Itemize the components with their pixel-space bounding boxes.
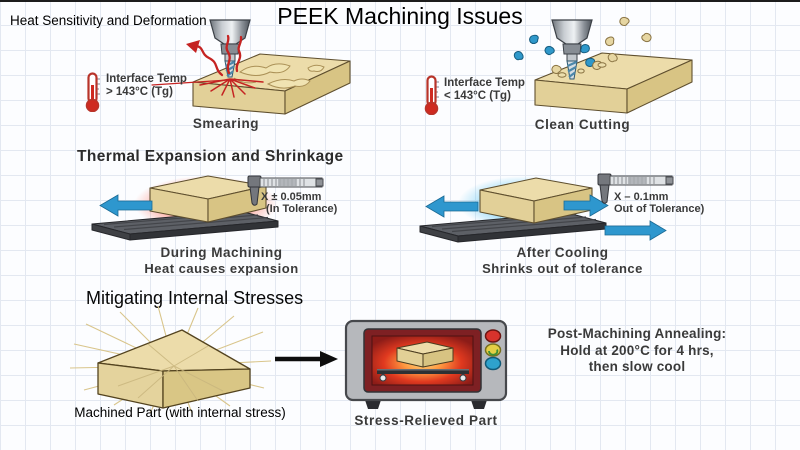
cooling-measure-line2: Out of Tolerance) bbox=[614, 202, 705, 215]
thermal-section-heading: Thermal Expansion and Shrinkage bbox=[77, 148, 344, 165]
clean-temp-line2: < 143°C (Tg) bbox=[444, 89, 511, 102]
annealing-note-line1: Post-Machining Annealing: bbox=[547, 326, 727, 341]
stressed-part-illustration bbox=[69, 306, 272, 414]
smearing-temp-line1: Interface Temp bbox=[106, 73, 187, 85]
cooling-measure-line1: X – 0.1mm bbox=[614, 191, 669, 203]
after-cooling-caption: After Cooling Shrinks out of tolerance bbox=[460, 245, 665, 277]
oven-power-button[interactable] bbox=[484, 329, 502, 343]
clean-cutting-illustration bbox=[512, 16, 693, 114]
caliper-icon bbox=[597, 173, 674, 204]
heat-waves-icon bbox=[151, 34, 264, 98]
oven-buttons[interactable] bbox=[484, 329, 502, 371]
during-machining-caption-line1: During Machining bbox=[160, 245, 283, 260]
smear-marks bbox=[233, 63, 325, 89]
annealed-block bbox=[396, 341, 454, 368]
machining-measure-line2: (In Tolerance) bbox=[266, 202, 338, 215]
clean-cutting-caption: Clean Cutting bbox=[534, 117, 631, 132]
after-cooling-caption-line1: After Cooling bbox=[516, 245, 609, 260]
smearing-temp-line2: > 143°C (Tg) bbox=[106, 85, 173, 98]
during-machining-illustration bbox=[91, 175, 324, 241]
shrinkage-arrows-icon bbox=[425, 194, 667, 241]
thermometer-icon bbox=[85, 72, 100, 112]
stress-section-heading: Mitigating Internal Stresses bbox=[86, 288, 304, 308]
peek-block bbox=[97, 329, 251, 409]
end-mill-icon bbox=[551, 19, 593, 80]
annealing-note-line3: then slow cool bbox=[588, 359, 686, 374]
peek-block bbox=[479, 177, 593, 224]
process-arrow-icon bbox=[275, 351, 338, 367]
during-machining-caption: During Machining Heat causes expansion bbox=[119, 245, 324, 277]
cooling-measurement: X – 0.1mm Out of Tolerance) bbox=[614, 191, 705, 215]
after-cooling-caption-line2: Shrinks out of tolerance bbox=[482, 261, 643, 276]
oven-feet bbox=[365, 400, 487, 409]
annealing-note-line2: Hold at 200°C for 4 hrs, bbox=[560, 342, 714, 358]
machining-measure-line1: X ± 0.05mm bbox=[261, 191, 322, 203]
annealing-note: Post-Machining Annealing: Hold at 200°C … bbox=[512, 326, 762, 376]
oven-dial-mark bbox=[488, 349, 499, 356]
clean-temp-line1: Interface Temp bbox=[444, 77, 525, 89]
expansion-arrow-icon bbox=[99, 194, 153, 217]
caliper-icon bbox=[247, 175, 324, 206]
thermometer-icon bbox=[424, 75, 439, 115]
oven-rack bbox=[377, 369, 469, 382]
stress-relieved-caption: Stress-Relieved Part bbox=[354, 413, 498, 428]
during-machining-caption-line2: Heat causes expansion bbox=[144, 261, 299, 276]
top-border-line bbox=[0, 0, 800, 2]
section-label-heat-sensitivity: Heat Sensitivity and Deformation bbox=[10, 13, 207, 28]
clean-cutting-temp-note: Interface Temp < 143°C (Tg) bbox=[444, 77, 525, 102]
page-title: PEEK Machining Issues bbox=[277, 3, 523, 29]
annealing-oven-illustration bbox=[344, 319, 508, 409]
machined-part-caption: Machined Part (with internal stress) bbox=[74, 405, 286, 420]
peek-block bbox=[534, 52, 693, 114]
machining-measurement: X ± 0.05mm (In Tolerance) bbox=[261, 191, 338, 215]
smearing-temp-note: Interface Temp > 143°C (Tg) bbox=[106, 73, 187, 98]
chip-particles bbox=[512, 16, 653, 78]
internal-stress-lines bbox=[117, 343, 224, 402]
oven-mode-button[interactable] bbox=[484, 356, 502, 371]
after-cooling-illustration bbox=[419, 173, 674, 243]
smearing-illustration bbox=[151, 19, 351, 115]
smearing-caption: Smearing bbox=[192, 116, 260, 131]
